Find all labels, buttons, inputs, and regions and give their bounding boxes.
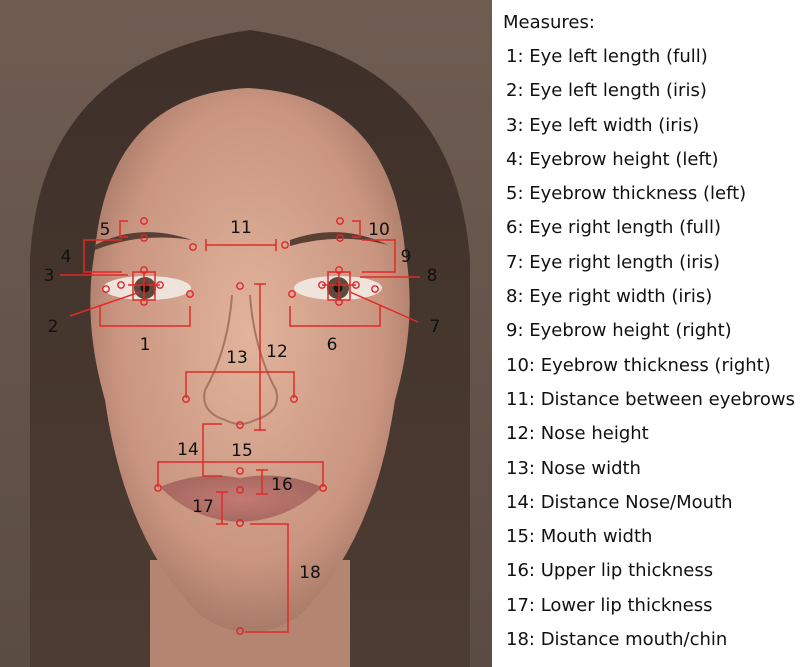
face-photo-annotated: 1 2 3 4 5 6 7 8 9 10 11 12 13 14 15 16 1… [0, 0, 492, 667]
legend-item: 12: Nose height [506, 423, 649, 445]
legend-item: 5: Eyebrow thickness (left) [506, 183, 747, 205]
label-16: 16 [271, 475, 293, 495]
label-6: 6 [327, 335, 338, 355]
measure-2-arrow [69, 291, 141, 317]
measure-1-bracket [99, 306, 191, 327]
measure-6-bracket [289, 306, 381, 327]
legend-item: 18: Distance mouth/chin [506, 629, 728, 651]
legend-item: 16: Upper lip thickness [506, 560, 714, 582]
measures-legend: Measures: 1: Eye left length (full) 2: E… [503, 6, 809, 657]
label-7: 7 [430, 317, 441, 337]
label-15: 15 [231, 441, 253, 461]
measure-13-bracket [185, 371, 295, 398]
lips [160, 475, 322, 522]
legend-item: 1: Eye left length (full) [506, 46, 708, 67]
face-skin [90, 88, 410, 633]
legend-item: 3: Eye left width (iris) [506, 114, 700, 136]
label-9: 9 [401, 247, 412, 267]
measure-9-bracket [362, 239, 396, 273]
legend-item: 9: Eyebrow height (right) [506, 320, 732, 342]
measure-18-bracket [245, 523, 289, 633]
legend-item: 6: Eye right length (full) [506, 217, 721, 239]
label-13: 13 [226, 348, 248, 368]
legend-list: 1: Eye left length (full) 2: Eye left le… [503, 40, 809, 657]
measure-5-bracket [119, 220, 128, 238]
legend-title: Measures: [503, 12, 595, 33]
label-10: 10 [368, 220, 390, 240]
legend-item: 4: Eyebrow height (left) [506, 148, 719, 170]
measure-7-arrow [349, 291, 419, 323]
legend-item: 8: Eye right width (iris) [506, 286, 713, 308]
measure-4-bracket [83, 239, 122, 273]
legend-item: 13: Nose width [506, 457, 641, 479]
label-2: 2 [48, 317, 59, 337]
label-8: 8 [427, 266, 438, 286]
label-12: 12 [266, 342, 288, 362]
label-17: 17 [192, 497, 214, 517]
measure-12-line [254, 283, 266, 431]
legend-item: 14: Distance Nose/Mouth [506, 491, 733, 513]
label-4: 4 [61, 247, 72, 267]
legend-item: 10: Eyebrow thickness (right) [506, 354, 771, 376]
measure-14-bracket [202, 423, 222, 477]
legend-item: 17: Lower lip thickness [506, 594, 713, 616]
legend-item: 15: Mouth width [506, 526, 653, 548]
label-18: 18 [299, 563, 321, 583]
label-14: 14 [177, 440, 199, 460]
label-3: 3 [44, 266, 55, 286]
legend-item: 7: Eye right length (iris) [506, 251, 720, 273]
label-5: 5 [100, 220, 111, 240]
legend-item: 11: Distance between eyebrows [506, 388, 796, 410]
measure-16-line [256, 469, 268, 495]
legend-item: 2: Eye left length (iris) [506, 80, 707, 102]
measure-11-line [205, 239, 277, 251]
measurement-overlay: 1 2 3 4 5 6 7 8 9 10 11 12 13 14 15 16 1… [44, 217, 441, 635]
right-eyebrow [290, 232, 388, 246]
nose [203, 294, 278, 425]
label-11: 11 [230, 218, 252, 238]
label-1: 1 [140, 335, 151, 355]
measure-17-line [216, 491, 228, 525]
measure-15-bracket [157, 461, 324, 487]
measure-10-bracket [352, 220, 361, 238]
